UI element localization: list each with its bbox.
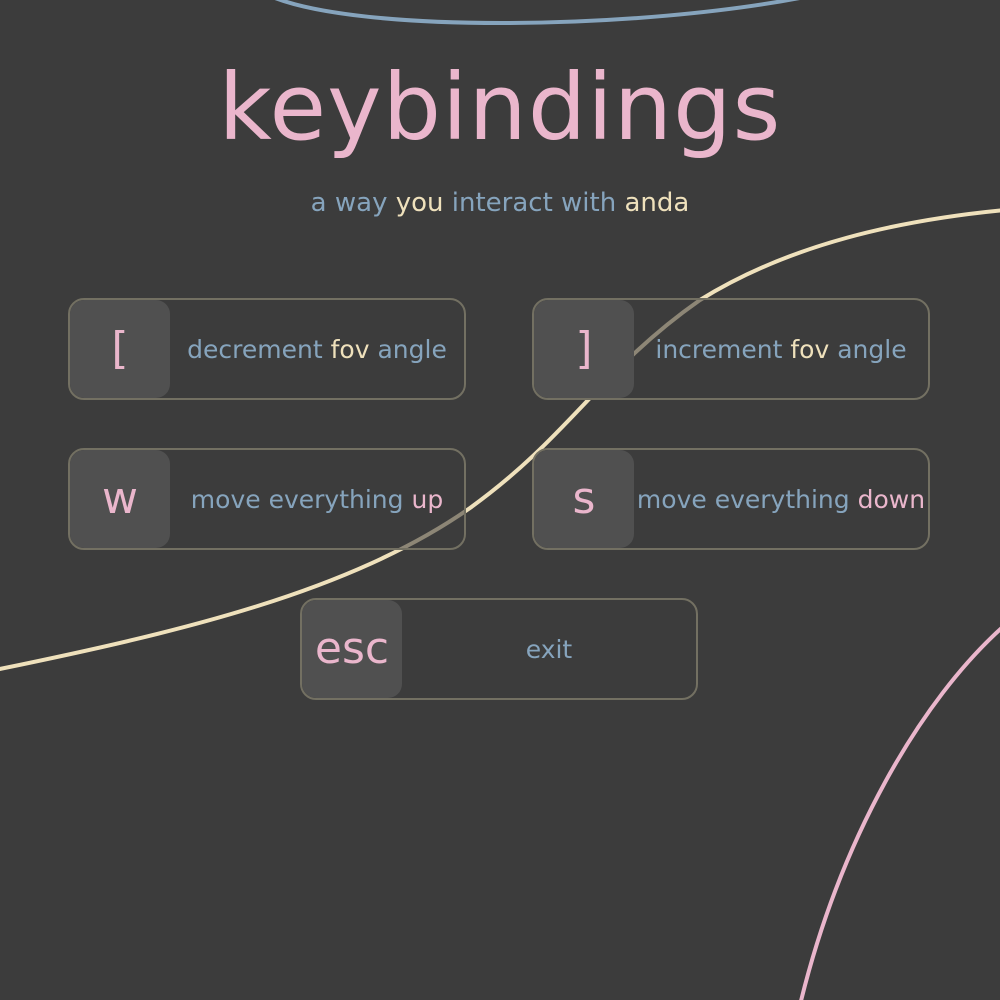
pink-curve <box>799 626 1000 1000</box>
keybinding-description: move everything up <box>170 450 464 548</box>
description-part: angle <box>377 334 447 364</box>
key-cap-s: s <box>534 450 634 548</box>
description-part: angle <box>837 334 907 364</box>
key-cap-bracket-right: ] <box>534 300 634 398</box>
page-subtitle: a way you interact with anda <box>0 186 1000 220</box>
description-part: move everything <box>636 484 850 514</box>
key-cap-w: w <box>70 450 170 548</box>
description-part: decrement <box>187 334 323 364</box>
subtitle-part: you <box>395 188 444 218</box>
description-part: up <box>411 484 444 514</box>
description-part: exit <box>525 634 573 664</box>
subtitle-part: a way <box>310 188 396 218</box>
keybinding-card-increment-fov: ] increment fov angle <box>532 298 930 400</box>
description-part: down <box>857 484 926 514</box>
keybinding-card-move-up: w move everything up <box>68 448 466 550</box>
cream-curve <box>0 208 1000 672</box>
key-cap-bracket-left: [ <box>70 300 170 398</box>
keybinding-description: move everything down <box>634 450 928 548</box>
description-part: increment <box>655 334 783 364</box>
subtitle-part: anda <box>624 188 690 218</box>
key-cap-esc: esc <box>302 600 402 698</box>
description-part: fov <box>330 334 370 364</box>
keybinding-card-exit: esc exit <box>300 598 698 700</box>
description-part: move everything <box>190 484 404 514</box>
keybinding-card-decrement-fov: [ decrement fov angle <box>68 298 466 400</box>
subtitle-part: interact with <box>443 188 625 218</box>
description-part: fov <box>790 334 830 364</box>
keybinding-card-move-down: s move everything down <box>532 448 930 550</box>
keybinding-description: decrement fov angle <box>170 300 464 398</box>
keybinding-description: increment fov angle <box>634 300 928 398</box>
blue-curve <box>275 0 800 25</box>
keybinding-description: exit <box>402 600 696 698</box>
page-title: keybindings <box>218 54 782 161</box>
